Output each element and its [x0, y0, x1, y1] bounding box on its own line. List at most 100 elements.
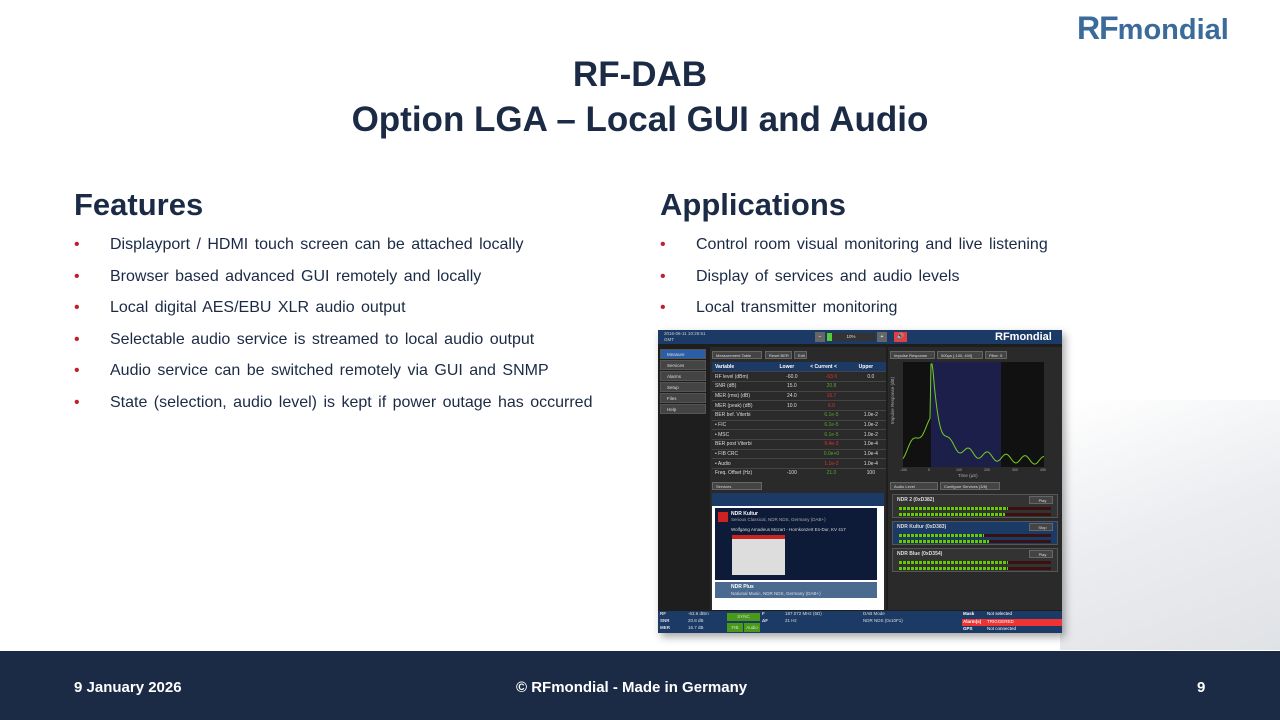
footer-copyright: © RFmondial - Made in Germany: [516, 679, 748, 696]
f-value: 187.072 MHz (6D): [785, 611, 822, 616]
nav-files[interactable]: Files: [660, 393, 706, 403]
service-description: Serious Classical, NDR NDS, Germany (DAB…: [731, 517, 826, 522]
configure-services-dropdown[interactable]: Configure Services (3/8): [940, 482, 1000, 490]
volume-bar[interactable]: 10%: [827, 333, 875, 341]
service-card[interactable]: NDR Kultur Serious Classical, NDR NDS, G…: [715, 508, 877, 580]
bullet-icon: •: [660, 236, 666, 253]
bullet-item: •Local digital AES/EBU XLR audio output: [74, 299, 592, 331]
level-meter-fill: [899, 567, 1009, 570]
edit-button[interactable]: Edit: [794, 351, 807, 359]
gps-value: Not connected: [987, 626, 1017, 631]
rfmondial-logo: RFmondial: [1077, 10, 1229, 47]
column-header: Variable: [712, 362, 777, 373]
level-meter-fill: [899, 534, 985, 537]
bullet-item: •Display of services and audio levels: [660, 268, 1048, 300]
level-meter-l: [899, 534, 1051, 537]
column-header: Upper: [855, 362, 886, 373]
services-dropdown[interactable]: Services: [712, 482, 762, 490]
bullet-item: •State (selection, audio level) is kept …: [74, 394, 592, 426]
plot-range-dropdown[interactable]: 500µs [-100, 400]: [937, 351, 983, 359]
plot-filter-dropdown[interactable]: Filter: 5: [985, 351, 1007, 359]
snr-value: 20.8 dB: [688, 618, 704, 623]
service-description: National Music, NDR NDS, Germany (DAB+): [731, 591, 821, 596]
impulse-response-plot: [902, 362, 1044, 467]
snr-label: SNR: [660, 618, 670, 623]
x-tick-label: 300: [1012, 468, 1018, 472]
play-button[interactable]: Play: [1029, 550, 1053, 558]
ensemble: NDR NDS (0x10F1): [863, 618, 903, 623]
df-value: 21 Hz: [785, 618, 797, 623]
gui-timezone: GMT: [664, 337, 674, 342]
volume-up-button[interactable]: +: [877, 332, 887, 342]
mask-label: Mask: [963, 611, 975, 616]
bullet-text: State (selection, audio level) is kept i…: [110, 393, 593, 411]
audio-indicator: Audio: [744, 623, 760, 632]
gui-logo: RFmondial: [995, 331, 1052, 343]
nav-alarms[interactable]: Alarms: [660, 371, 706, 381]
nav-measure[interactable]: Measure: [660, 349, 706, 359]
table-cell: 6.1e-5: [807, 420, 856, 431]
gui-datetime: 2016-06-11 10:26:51: [664, 331, 706, 336]
footer-date: 9 January 2026: [74, 679, 182, 696]
x-tick-label: 200: [984, 468, 990, 472]
table-cell: 20.8: [807, 381, 856, 392]
bullet-item: •Local transmitter monitoring: [660, 299, 1048, 331]
album-art-image: [732, 535, 785, 575]
table-cell: 1.0e-4: [855, 439, 886, 450]
station-logo-icon: [718, 512, 728, 522]
table-cell: -60.0: [776, 371, 808, 382]
level-meter-r: [899, 540, 1051, 543]
features-list: •Displayport / HDMI touch screen can be …: [74, 236, 592, 425]
audio-service-card: NDR 2 (0xD382)Play: [892, 494, 1058, 518]
bullet-text: Display of services and audio levels: [696, 267, 960, 285]
table-cell: 6.0: [807, 400, 856, 411]
page-number: 9: [1197, 679, 1206, 696]
stop-button[interactable]: Stop: [1029, 523, 1053, 531]
nav-help[interactable]: Help: [660, 404, 706, 414]
bullet-text: Audio service can be switched remotely v…: [110, 362, 549, 379]
service-card[interactable]: NDR Plus National Music, NDR NDS, German…: [715, 582, 877, 598]
rf-value: -63.6 dBm: [688, 611, 709, 616]
mer-value: 16.7 dB: [688, 625, 704, 630]
mask-value: Not selected: [987, 611, 1013, 616]
reset-ber-button[interactable]: Reset BER: [765, 351, 792, 359]
impulse-response-panel: Impulse Response 500µs [-100, 400] Filte…: [888, 347, 1062, 495]
level-meter-l: [899, 507, 1051, 510]
bullet-item: •Selectable audio service is streamed to…: [74, 331, 592, 363]
table-cell: [855, 391, 886, 402]
sync-indicator: SYNC: [727, 613, 760, 621]
level-meter-fill: [899, 507, 1009, 510]
table-cell: 1.0e-2: [855, 420, 886, 431]
table-cell: -63.6: [807, 371, 856, 382]
bullet-text: Control room visual monitoring and live …: [696, 236, 1048, 253]
slide-subtitle: Option LGA – Local GUI and Audio: [351, 100, 929, 139]
speaker-icon[interactable]: 🔊: [894, 332, 907, 342]
measurement-dropdown[interactable]: Measurement Table: [712, 351, 762, 359]
audio-level-dropdown[interactable]: Audio Level: [890, 482, 938, 490]
volume-down-button[interactable]: −: [815, 332, 825, 342]
bullet-text: Browser based advanced GUI remotely and …: [110, 267, 482, 285]
nav-services[interactable]: Services: [660, 360, 706, 370]
nav-setup[interactable]: Setup: [660, 382, 706, 392]
table-cell: 6.1e-5: [807, 410, 856, 421]
dab-mode: DAB Mode: [863, 611, 885, 616]
plot-type-dropdown[interactable]: Impulse Response: [890, 351, 935, 359]
alarm-value: TRIGGERED: [987, 619, 1014, 624]
rf-label: RF: [660, 611, 666, 616]
bullet-text: Displayport / HDMI touch screen can be a…: [110, 236, 524, 253]
play-button[interactable]: Play: [1029, 496, 1053, 504]
table-cell: • FIC: [712, 420, 777, 431]
table-cell: 21.0: [807, 468, 856, 479]
gps-label: GPS: [963, 626, 973, 631]
level-meter-fill: [899, 561, 1009, 564]
audio-service-card: NDR Kultur (0xD383)Stop: [892, 521, 1058, 545]
table-cell: MER (peak) (dB): [712, 400, 777, 411]
table-cell: 100: [855, 468, 886, 479]
table-cell: Freq. Offset (Hz): [712, 468, 777, 479]
impulse-response-line: [902, 363, 1044, 465]
